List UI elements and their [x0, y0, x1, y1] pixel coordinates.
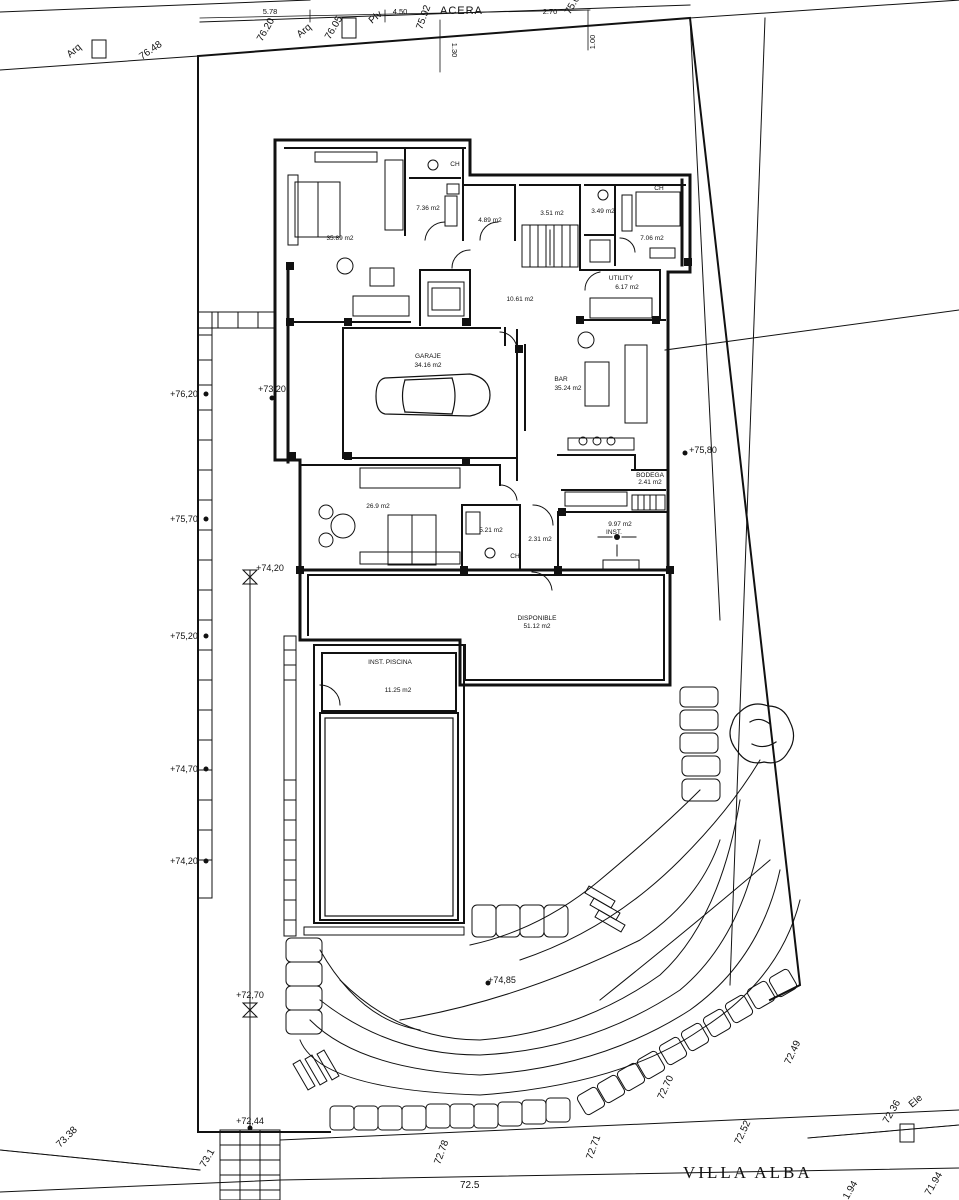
furniture [287, 151, 681, 571]
room-labels: 35.89 m2 7.36 m2 4.89 m2 3.51 m2 3.49 m2… [326, 205, 664, 694]
columns [286, 258, 692, 574]
room-master-bath-area: 7.36 m2 [416, 205, 440, 212]
room-bedroom-ne-area: 7.06 m2 [640, 235, 664, 242]
level-label: +74,85 [488, 975, 516, 985]
contour-label: 72.52 [733, 1119, 754, 1147]
fence [0, 1124, 959, 1171]
street-label: ACERA [440, 5, 483, 17]
room-garaje-area: 34.16 m2 [414, 362, 441, 369]
valve-symbols [241, 536, 637, 1018]
site-markers [91, 17, 915, 1143]
room-hall-area: 10.61 m2 [506, 296, 533, 303]
level-label: +76,20 [170, 389, 198, 399]
room-inst-piscina-area: 11.25 m2 [385, 687, 412, 694]
room-corridor-area: 2.31 m2 [528, 536, 552, 543]
abbrev-label: CH [450, 161, 460, 168]
abbrev-label: Plv [367, 9, 385, 26]
level-label: +75,70 [170, 514, 198, 524]
abbrev-label: Arq [65, 42, 84, 60]
room-stair-area: 3.51 m2 [540, 210, 564, 217]
dimension-label: 5.78 [263, 7, 278, 16]
contour-label: 72.36 [881, 1098, 903, 1126]
stair [521, 224, 666, 511]
level-label: +74,20 [256, 563, 284, 573]
level-label: +75,20 [170, 631, 198, 641]
room-inst-area: 9.97 m2 [608, 521, 632, 528]
contour-label: 75.92 [414, 3, 433, 31]
dimension-labels: 5.78 4.50 2.70 1.30 1.00 [263, 7, 597, 57]
house-walls [273, 138, 692, 687]
room-bodega-name: BODEGA [636, 472, 664, 479]
contour-label: 73.38 [54, 1124, 80, 1150]
room-bath-2-area: 5.21 m2 [479, 527, 503, 534]
contour-label: 1.94 [841, 1179, 860, 1200]
room-hall-bath-area: 4.89 m2 [478, 217, 502, 224]
room-master-bedroom-area: 35.89 m2 [326, 235, 353, 242]
contour-labels: 76.48 76.20 76.05 75.92 75.6 73.38 73.1 … [54, 0, 945, 1200]
car [375, 373, 491, 417]
level-label: +75,80 [689, 445, 717, 455]
contour-label: 72.70 [656, 1074, 677, 1102]
room-bedroom-2-area: 26.9 m2 [366, 503, 390, 510]
room-inst-piscina-name: INST. PISCINA [368, 659, 412, 666]
tree [729, 703, 795, 764]
dimension-label: 4.50 [393, 7, 408, 16]
contours [299, 759, 801, 1096]
pool [303, 644, 465, 936]
room-bath-ne-area: 3.49 m2 [591, 208, 615, 215]
abbrev-label: Arq [295, 22, 314, 40]
level-labels: +76,20 +75,70 +75,20 +74,70 +74,20 +73,2… [170, 384, 717, 1126]
room-inst-name: INST. [606, 529, 622, 536]
entrance-path [219, 1129, 281, 1200]
dimension-label: 1.30 [450, 43, 459, 58]
contour-label: 72.5 [460, 1180, 480, 1191]
contour-label: 72.78 [432, 1138, 451, 1166]
dimension-label: 2.70 [543, 7, 558, 16]
room-bodega-area: 2.41 m2 [638, 479, 662, 486]
west-stone-wall [197, 311, 289, 1131]
room-disponible-name: DISPONIBLE [517, 615, 557, 622]
level-label: +72,70 [236, 990, 264, 1000]
pool-steps [283, 635, 297, 937]
abbrev-label: Ele [907, 1092, 925, 1110]
contour-label: 72.49 [783, 1039, 804, 1067]
level-label: +74,20 [170, 856, 198, 866]
contour-label: 72.71 [584, 1133, 603, 1161]
abbrev-label: CH [510, 553, 520, 560]
doors [319, 221, 636, 706]
dimension-lines [199, 9, 591, 73]
garden-stones [285, 686, 798, 1131]
room-bar-area: 35.24 m2 [554, 385, 581, 392]
level-label: +74,70 [170, 764, 198, 774]
level-markers [203, 391, 688, 1131]
room-utility-name: UTILITY [609, 275, 634, 282]
level-label: +72,44 [236, 1116, 264, 1126]
room-bar-name: BAR [554, 376, 568, 383]
interior-walls [284, 147, 686, 681]
contour-label: 75.6 [563, 0, 582, 17]
room-garaje-name: GARAJE [415, 353, 442, 360]
room-utility-area: 6.17 m2 [615, 284, 639, 291]
drawing-title: VILLA ALBA [683, 1163, 813, 1182]
contour-label: 73.1 [198, 1147, 217, 1170]
contour-label: 71.94 [923, 1170, 945, 1198]
room-disponible-area: 51.12 m2 [523, 623, 550, 630]
level-label: +73,20 [258, 384, 286, 394]
abbrev-label: CH [654, 185, 664, 192]
dimension-label: 1.00 [588, 35, 597, 50]
